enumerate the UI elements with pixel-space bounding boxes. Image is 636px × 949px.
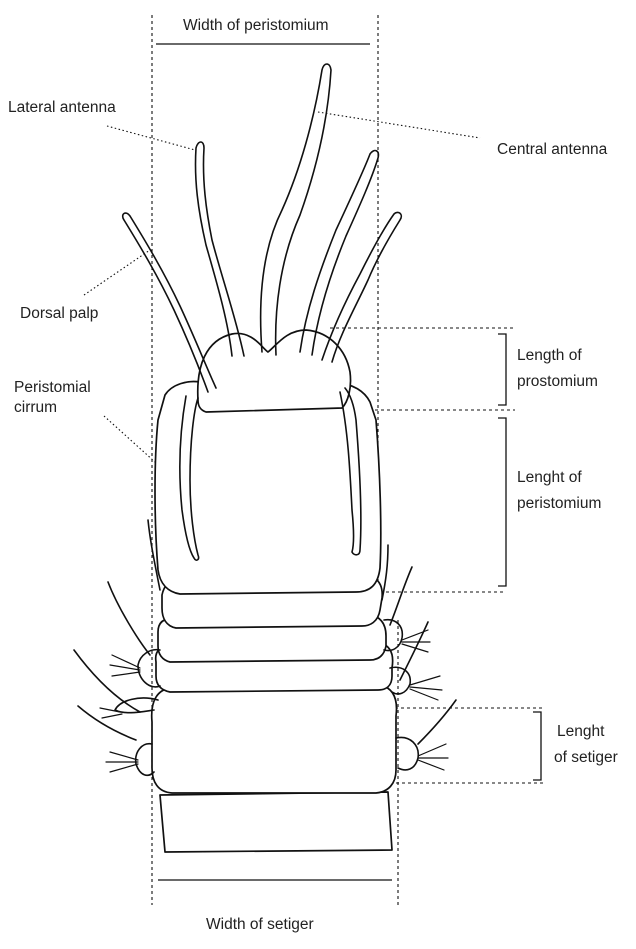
posterior-segment: [160, 792, 392, 852]
prostomium-length-bracket: [498, 334, 506, 405]
lateral-antenna-leader: [107, 126, 195, 150]
lenght-of-setiger-label-line2: of setiger: [554, 748, 618, 767]
lateral-antenna-left: [195, 142, 244, 356]
central-antenna-label: Central antenna: [497, 140, 607, 159]
central-antenna-leader: [318, 112, 480, 138]
lenght-of-peristomium-label-line2: peristomium: [517, 494, 601, 513]
peristomial-cirrum-label-line2: cirrum: [14, 398, 57, 417]
setiger-4: [152, 685, 397, 793]
lateral-antenna-label: Lateral antenna: [8, 98, 116, 117]
lenght-of-setiger-label-line1: Lenght: [557, 722, 604, 741]
length-of-prostomium-label-line2: prostomium: [517, 372, 598, 391]
peristomium: [155, 382, 381, 594]
setiger-length-bracket: [533, 712, 541, 780]
branchia-left: [78, 706, 136, 740]
parapodium-right-4: [396, 737, 418, 769]
peristomial-cirrum-label-line1: Peristomial: [14, 378, 91, 397]
dorsal-palp-leader: [84, 250, 150, 295]
lenght-of-peristomium-label-line1: Lenght of: [517, 468, 582, 487]
branchia-right: [418, 700, 456, 744]
dorsal-cirrus-right-2: [390, 567, 412, 625]
width-of-peristomium-label: Width of peristomium: [183, 16, 329, 35]
width-of-setiger-label: Width of setiger: [206, 915, 314, 934]
dorsal-palp-label: Dorsal palp: [20, 304, 98, 323]
dorsal-cirrus-left-2: [108, 582, 150, 655]
peristomium-length-bracket: [498, 418, 506, 586]
length-of-prostomium-label-line1: Length of: [517, 346, 582, 365]
dorsal-cirrus-left-3: [74, 650, 140, 712]
